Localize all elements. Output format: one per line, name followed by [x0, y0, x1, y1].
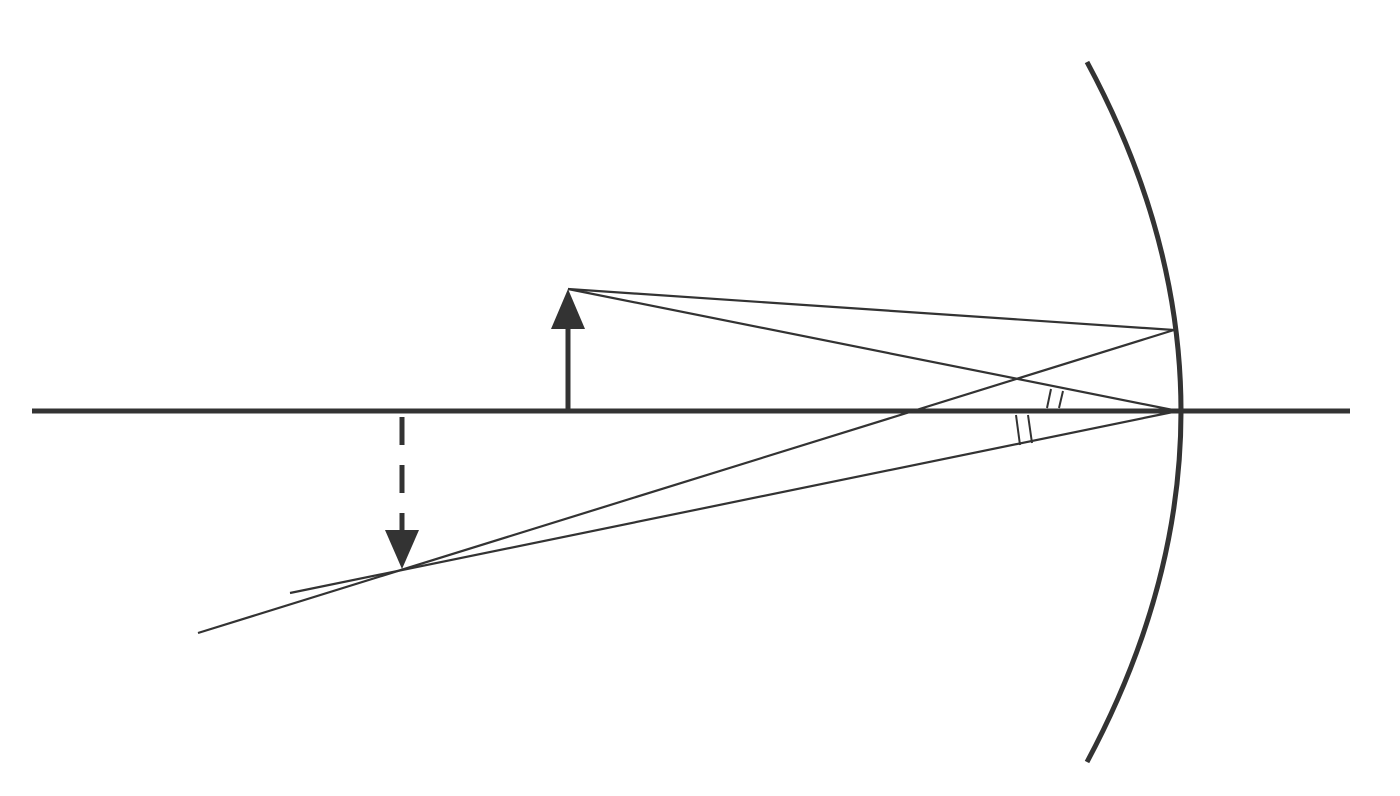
incident-ray-to-vertex — [567, 287, 1179, 413]
reflected-ray-from-vertex — [289, 409, 1179, 595]
object-arrowhead — [551, 289, 585, 329]
object-arrow — [551, 289, 585, 411]
equal-angle-mark-lower — [1015, 414, 1033, 446]
reflected-ray-through-focus — [197, 328, 1175, 635]
image-arrow — [385, 417, 419, 569]
incident-ray-parallel — [567, 287, 1175, 332]
equal-angle-mark-upper — [1046, 388, 1064, 409]
concave-mirror — [1084, 60, 1184, 764]
image-arrowhead — [385, 530, 419, 569]
